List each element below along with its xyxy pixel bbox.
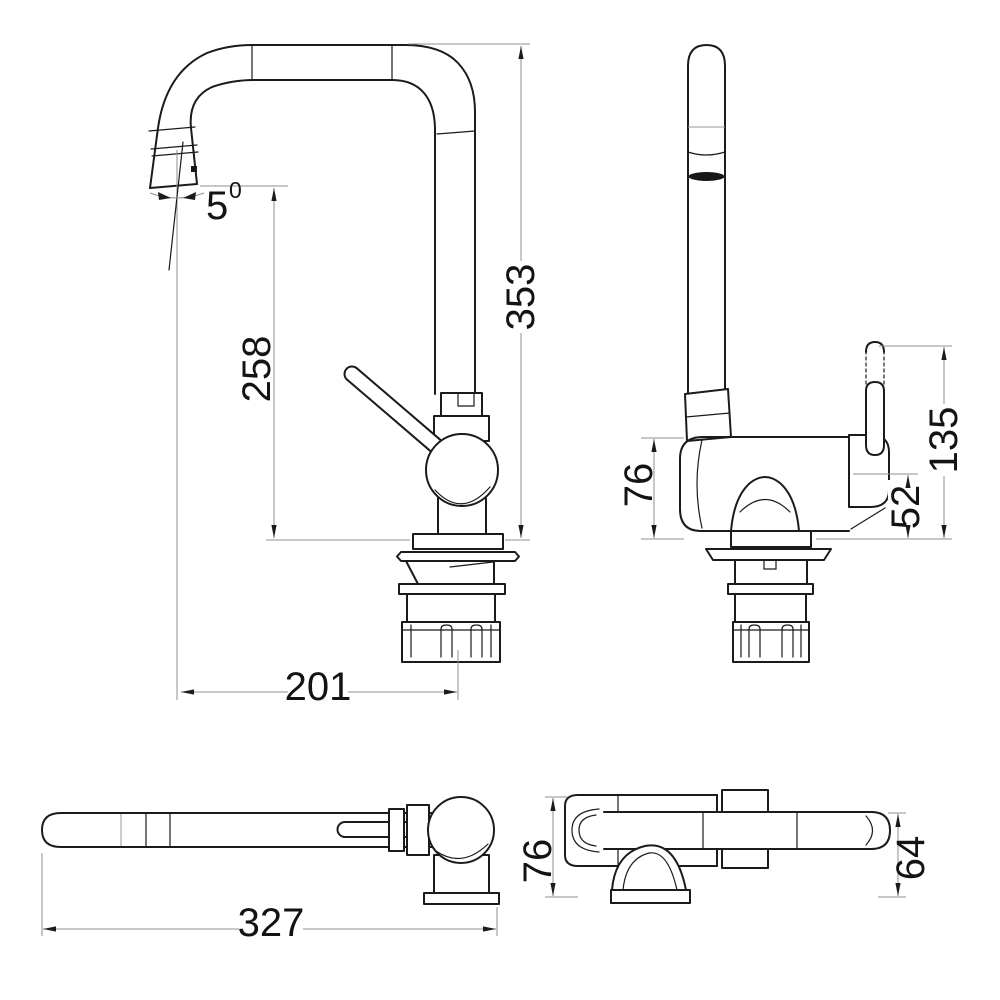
dimension-label-76-front: 76 (617, 463, 661, 508)
handle-raised-cap (865, 341, 885, 353)
dimension-label-135: 135 (922, 407, 966, 474)
plan-ball-shadow (435, 843, 489, 860)
front-spout-tube (687, 44, 726, 399)
dimension-label-76-detail: 76 (516, 839, 560, 884)
dimension-327: 327 (41, 853, 498, 946)
dimension-201: 201 (176, 150, 459, 709)
front-deck-flange (730, 530, 812, 548)
dimension-76-detail: 76 (516, 796, 578, 898)
detail-tube (603, 811, 891, 850)
cap-edge-line (850, 507, 886, 530)
nut-slots (401, 624, 501, 658)
front-body (679, 436, 850, 532)
dimension-angle-5: 5 0 (149, 141, 242, 271)
dimension-label-5deg-sup: 0 (229, 177, 242, 203)
dimension-label-327: 327 (238, 901, 305, 945)
front-mounting-nut (732, 621, 810, 663)
plan-collar-left (388, 808, 405, 852)
base-gasket (396, 551, 520, 562)
plan-view: 327 (41, 796, 500, 946)
threaded-shank (406, 593, 496, 623)
base-ring (398, 583, 506, 595)
dimension-135: 135 (816, 345, 966, 540)
spout-band-mark (688, 172, 725, 181)
mounting-plate (405, 560, 495, 585)
dimension-label-64: 64 (889, 836, 933, 881)
ball-shadow-line (434, 486, 491, 505)
dimension-label-353: 353 (499, 264, 543, 331)
spout-inner-outline (189, 79, 436, 395)
spout-tip-edge (149, 183, 198, 189)
detail-collar-bottom (721, 848, 769, 869)
dimension-label-201: 201 (285, 665, 352, 709)
front-handle-rod (865, 341, 885, 456)
mounting-base (396, 533, 520, 663)
plan-spout-tip-lines (120, 812, 171, 848)
front-mounting-plate (734, 559, 808, 585)
front-base-arch (730, 476, 800, 532)
mounting-nut (401, 621, 501, 663)
dimension-52: 52 (853, 473, 928, 538)
ball-joint (425, 433, 499, 507)
front-collar (684, 388, 732, 442)
front-base-ring (727, 583, 814, 595)
lever-handle (343, 365, 445, 455)
dimension-label-5deg: 5 (206, 184, 228, 228)
front-view: 76 52 135 (617, 44, 966, 663)
dimension-64: 64 (878, 812, 933, 898)
dimension-76-front: 76 (617, 437, 684, 540)
plan-collar-right (406, 804, 430, 856)
detail-tube-end-arc (865, 815, 874, 846)
front-threaded-shank (734, 593, 807, 623)
front-base-gasket (705, 548, 832, 561)
deck-flange (412, 533, 504, 550)
detail-cap-arc-outer (571, 808, 600, 853)
plan-ball-joint (427, 796, 495, 864)
dimension-258: 258 (200, 185, 410, 541)
plan-base-flange (423, 892, 500, 905)
plan-detail-view: 76 64 (516, 789, 933, 904)
dimension-label-52: 52 (884, 485, 928, 530)
spout-joint-lines (251, 44, 476, 135)
front-nut-slots (732, 624, 810, 658)
detail-body (564, 794, 718, 867)
detail-base-arch (611, 844, 687, 891)
front-mounting-base (705, 530, 832, 663)
dimension-label-258: 258 (235, 336, 279, 403)
detail-collar-top (721, 789, 769, 813)
spout-tip-detail (148, 126, 199, 172)
plan-spout-tube (41, 812, 433, 848)
detail-cap-arc-inner (578, 814, 597, 847)
dimension-353: 353 (408, 43, 543, 541)
detail-base-flange (610, 889, 691, 904)
spout-tube (148, 44, 476, 395)
aerator-mark (191, 166, 197, 172)
side-view: 353 258 201 5 0 (148, 43, 543, 709)
